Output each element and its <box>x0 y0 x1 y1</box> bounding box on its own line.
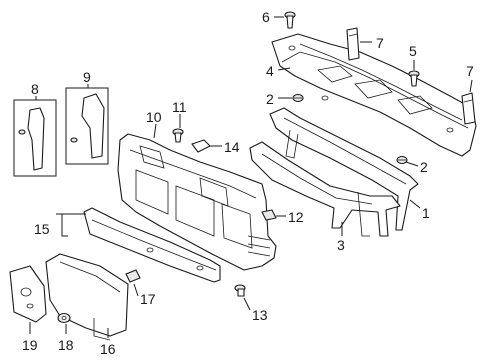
nut-lower <box>57 312 71 324</box>
push-pin-top <box>284 11 296 29</box>
callout-2-upper: 2 <box>266 91 274 107</box>
bracket-plate <box>9 265 47 323</box>
callout-7-right: 7 <box>466 63 474 79</box>
radiator-support-frame <box>117 133 277 271</box>
bolt-lower-right <box>234 284 246 297</box>
lower-deflector-bar <box>83 207 221 283</box>
lower-shield <box>45 253 129 341</box>
push-pin-right <box>408 70 420 87</box>
callout-9: 9 <box>83 69 91 85</box>
screw-upper <box>292 93 304 103</box>
callout-1: 1 <box>422 205 430 221</box>
radiator-cover-part <box>271 33 477 157</box>
callout-11: 11 <box>172 99 187 115</box>
callout-12: 12 <box>288 209 304 225</box>
callout-3: 3 <box>337 237 345 253</box>
callout-10: 10 <box>146 109 162 125</box>
callout-15: 15 <box>34 221 50 237</box>
callout-16: 16 <box>100 341 116 357</box>
screw-lower <box>396 155 408 165</box>
lower-bracket-frame <box>249 141 401 237</box>
leader-lines <box>29 16 473 338</box>
seal-strip-top <box>346 27 360 61</box>
bolt-lower-left <box>125 269 141 283</box>
callout-4: 4 <box>266 63 274 79</box>
callout-13: 13 <box>252 307 268 323</box>
clip-bracket <box>191 139 211 153</box>
callout-7-top: 7 <box>376 35 384 51</box>
callout-labels: 6 7 5 7 4 2 2 1 3 12 10 11 14 15 13 17 1… <box>22 9 474 357</box>
callout-5: 5 <box>409 43 417 59</box>
callout-17: 17 <box>140 291 156 307</box>
callout-8: 8 <box>31 81 39 97</box>
clip-nut <box>261 209 277 221</box>
callout-6: 6 <box>262 9 270 25</box>
seal-strip-right <box>461 92 476 125</box>
bolt-upper <box>172 128 184 143</box>
callout-18: 18 <box>58 337 74 353</box>
upper-tie-bar <box>269 107 419 231</box>
inset-box-8 <box>13 99 57 177</box>
callout-19: 19 <box>22 337 38 353</box>
callout-14: 14 <box>224 139 240 155</box>
inset-box-9 <box>65 87 109 165</box>
callout-2-lower: 2 <box>420 159 428 175</box>
